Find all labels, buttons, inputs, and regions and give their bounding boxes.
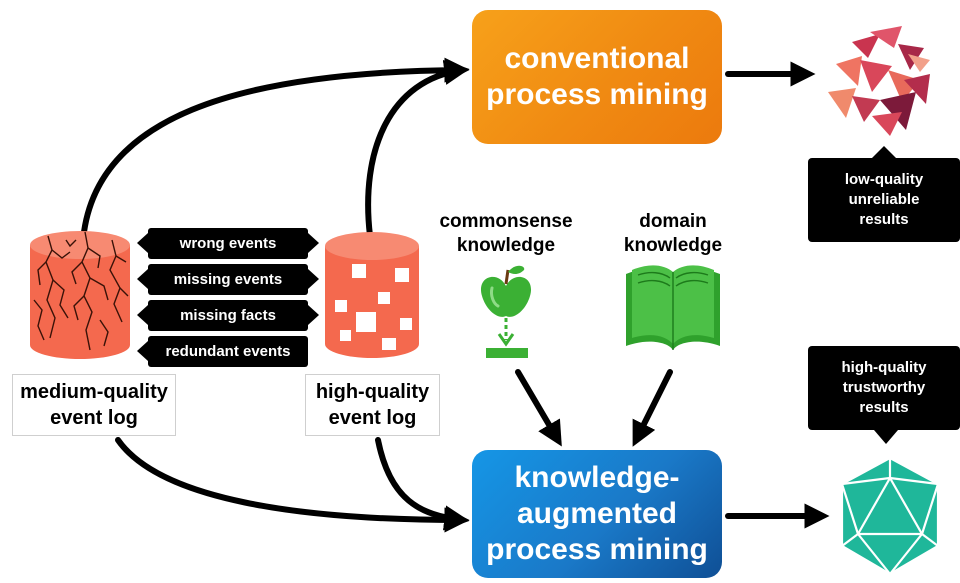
domain-knowledge-label: domain knowledge <box>612 208 734 260</box>
arrow-commonsense-to-augmented <box>515 369 562 447</box>
low-quality-results-callout: low-quality unreliable results <box>808 158 960 242</box>
issue-label: redundant events <box>165 343 291 360</box>
low-results-pointer <box>872 146 896 158</box>
icosahedron-icon <box>840 456 940 576</box>
arrow-high-to-augmented <box>375 437 470 531</box>
missing-data-squares <box>335 264 412 350</box>
high-results-line1: high-quality <box>841 359 927 376</box>
book-icon <box>626 265 720 350</box>
augmented-line2: augmented <box>516 497 678 530</box>
conventional-process-mining-box: conventional process mining <box>472 10 722 144</box>
arrow-high-to-conventional <box>365 59 470 239</box>
issue-tag-missing-events: missing events <box>137 264 319 295</box>
low-results-line3: results <box>859 211 909 228</box>
low-results-line2: unreliable <box>848 191 920 208</box>
domain-line2: knowledge <box>623 235 723 256</box>
commonsense-knowledge-label: commonsense knowledge <box>430 208 582 260</box>
high-log-line1: high-quality <box>315 381 430 403</box>
high-log-line2: event log <box>328 407 417 429</box>
knowledge-augmented-process-mining-box: knowledge- augmented process mining <box>472 450 722 578</box>
broken-shards-icon <box>828 26 930 136</box>
medium-quality-log-cylinder <box>30 231 130 359</box>
augmented-line3: process mining <box>486 533 708 566</box>
arrow-medium-to-conventional <box>81 57 470 235</box>
medium-log-line2: event log <box>50 407 138 429</box>
crack-lines <box>33 231 129 351</box>
high-results-pointer <box>874 430 898 444</box>
issue-tag-redundant-events: redundant events <box>137 336 308 367</box>
issue-label: wrong events <box>179 235 277 252</box>
issue-tag-missing-facts: missing facts <box>137 300 319 331</box>
commonsense-line2: knowledge <box>456 235 556 256</box>
high-quality-results-callout: high-quality trustworthy results <box>808 346 960 430</box>
low-results-line1: low-quality <box>844 171 924 188</box>
apple-icon <box>480 265 532 358</box>
commonsense-line1: commonsense <box>439 211 573 232</box>
arrow-domain-to-augmented <box>632 369 673 447</box>
high-quality-log-cylinder <box>325 232 419 358</box>
conventional-line2: process mining <box>486 78 708 111</box>
issue-label: missing facts <box>180 307 276 324</box>
medium-quality-event-log-caption: medium-quality event log <box>12 374 176 436</box>
domain-line1: domain <box>639 211 707 232</box>
high-quality-event-log-caption: high-quality event log <box>305 374 440 436</box>
medium-log-line1: medium-quality <box>20 381 168 403</box>
arrow-medium-to-augmented <box>115 437 470 533</box>
issue-tag-wrong-events: wrong events <box>137 228 319 259</box>
conventional-line1: conventional <box>504 42 690 75</box>
high-results-line2: trustworthy <box>842 379 926 396</box>
issue-label: missing events <box>173 271 283 288</box>
augmented-line1: knowledge- <box>514 461 680 494</box>
high-results-line3: results <box>859 399 909 416</box>
